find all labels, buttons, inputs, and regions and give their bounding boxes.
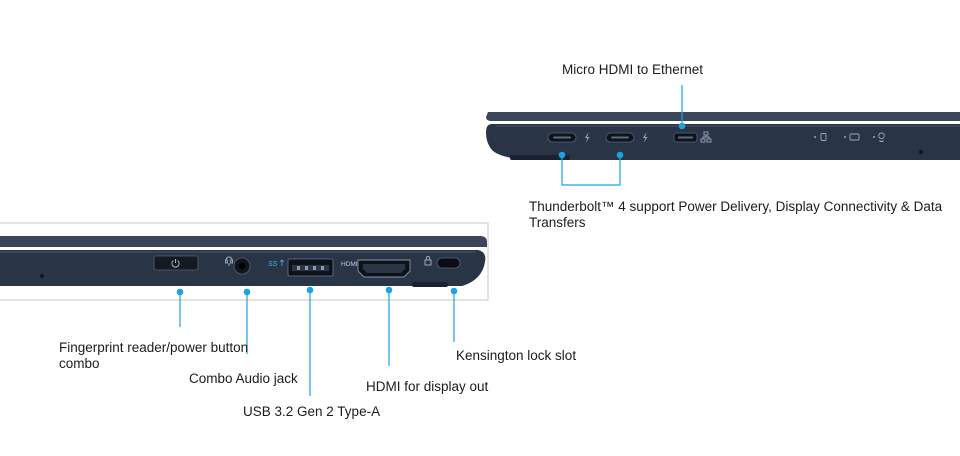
thunderbolt-port-2	[605, 132, 648, 143]
usb-icon	[279, 259, 285, 266]
network-icon	[700, 131, 712, 143]
fingerprint-label: Fingerprint reader/power button combo	[59, 340, 249, 371]
left-side-view: SS HDMI	[0, 222, 489, 396]
audio-callout	[243, 288, 251, 354]
usb-label: USB 3.2 Gen 2 Type-A	[243, 404, 381, 419]
audio-jack	[225, 256, 251, 275]
right-base	[486, 124, 960, 160]
micro-hdmi-port	[673, 131, 712, 143]
left-lid	[0, 236, 487, 247]
battery-icon	[849, 133, 860, 141]
kensington-lock	[424, 256, 461, 269]
left-foot	[412, 282, 448, 287]
thunderbolt-port-1	[547, 132, 590, 143]
status-indicators	[814, 132, 885, 142]
right-foot	[510, 155, 570, 160]
right-lid	[486, 112, 960, 121]
thunderbolt-label: Thunderbolt™ 4 support Power Delivery, D…	[529, 199, 943, 230]
usb-callout	[306, 286, 314, 396]
audio-jack-label: Combo Audio jack	[189, 371, 298, 386]
lightbulb-icon	[878, 132, 885, 142]
lightning-bolt-icon	[585, 133, 590, 143]
left-rubber-foot	[40, 274, 44, 278]
hdmi-port: HDMI	[341, 259, 411, 278]
fingerprint-power-button	[153, 255, 199, 271]
micro-hdmi-callout	[678, 85, 686, 130]
lock-icon	[424, 256, 432, 266]
headset-icon	[225, 256, 233, 266]
hdmi-marking: HDMI	[341, 261, 358, 268]
usb-a-port: SS	[268, 258, 334, 277]
fingerprint-callout	[176, 288, 184, 327]
micro-hdmi-label: Micro HDMI to Ethernet	[562, 62, 704, 77]
right-side-view	[486, 85, 960, 186]
kensington-label: Kensington lock slot	[456, 348, 577, 363]
thunderbolt-callout	[558, 151, 624, 186]
right-rubber-foot	[919, 150, 923, 154]
power-icon	[171, 259, 180, 268]
drive-icon	[820, 133, 827, 141]
left-view-frame	[0, 222, 489, 301]
hdmi-callout	[385, 286, 393, 366]
superspeed-marking: SS	[268, 261, 278, 268]
lightning-bolt-icon	[643, 133, 648, 143]
hdmi-label: HDMI for display out	[366, 379, 489, 394]
kensington-callout	[450, 287, 458, 342]
